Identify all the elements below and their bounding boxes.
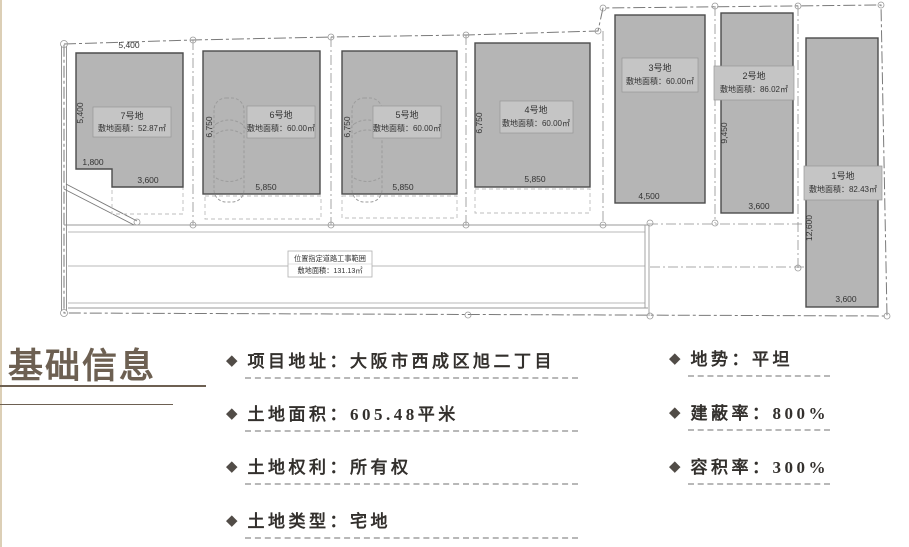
plot-1-name: 1号地 xyxy=(831,170,854,181)
page-left-border xyxy=(0,0,2,547)
dashed-divider xyxy=(245,372,578,379)
info-item-land-type: ◆ 土地类型：宅地 xyxy=(226,507,578,539)
site-plan-svg: 7号地 敷地面積：52.87㎡ 6号地 敷地面積：60.00㎡ 5号地 敷地面積… xyxy=(60,1,891,320)
road-label-box: 位置指定道路工事範囲 敷地面積：131.13㎡ xyxy=(287,250,373,278)
dim-plot6-left: 6,750 xyxy=(204,116,214,138)
info-item-land-area-text: 土地面积：605.48平米 xyxy=(247,405,459,424)
dim-plot1-bottom: 3,600 xyxy=(835,294,857,304)
info-item-coverage-ratio: ◆ 建蔽率：800% xyxy=(669,399,830,431)
dimension-texts: 5,400 5,400 1,800 3,600 6,750 5,850 6,75… xyxy=(75,40,857,304)
info-item-coverage-ratio-text: 建蔽率：800% xyxy=(690,404,830,423)
plot-4-area: 敷地面積：60.00㎡ xyxy=(502,118,570,128)
dashed-divider xyxy=(245,425,578,432)
dim-plot7-top: 5,400 xyxy=(118,40,140,50)
dim-plot7-bottom: 3,600 xyxy=(137,175,159,185)
dim-plot5-left: 6,750 xyxy=(342,116,352,138)
title-underline-thin xyxy=(0,404,173,405)
plot-3-area: 敷地面積：60.00㎡ xyxy=(626,76,694,86)
plot-5-name: 5号地 xyxy=(395,109,418,120)
info-item-land-rights: ◆ 土地权利：所有权 xyxy=(226,453,578,485)
diamond-bullet-icon: ◆ xyxy=(226,510,238,529)
plot-5-area: 敷地面積：60.00㎡ xyxy=(373,123,441,133)
info-item-land-area: ◆ 土地面积：605.48平米 xyxy=(226,400,578,432)
info-item-address: ◆ 项目地址：大阪市西成区旭二丁目 xyxy=(226,347,578,379)
dashed-divider xyxy=(245,478,578,485)
plot-4-name: 4号地 xyxy=(524,104,547,115)
diamond-bullet-icon: ◆ xyxy=(669,456,681,475)
plot-7-area: 敷地面積：52.87㎡ xyxy=(98,123,166,133)
info-item-terrain: ◆ 地势：平坦 xyxy=(669,345,830,377)
dim-plot2-left: 9,450 xyxy=(719,122,729,144)
dashed-divider xyxy=(688,424,830,431)
dim-plot6-bottom: 5,850 xyxy=(255,182,277,192)
survey-point-markers xyxy=(60,1,891,320)
site-boundary-lines xyxy=(63,4,888,317)
dim-plot1-left: 12,600 xyxy=(804,215,814,241)
dim-plot5-bottom: 5,850 xyxy=(392,182,414,192)
dim-plot4-left: 6,750 xyxy=(474,112,484,134)
plot-shapes xyxy=(75,12,879,308)
title-underline-thick xyxy=(0,385,206,387)
site-plan-diagram: 7号地 敷地面積：52.87㎡ 6号地 敷地面積：60.00㎡ 5号地 敷地面積… xyxy=(60,1,891,320)
info-item-floor-area-ratio: ◆ 容积率：300% xyxy=(669,453,830,485)
dim-plot7-left: 5,400 xyxy=(75,102,85,124)
road-label-line2: 敷地面積：131.13㎡ xyxy=(297,266,362,275)
dashed-divider xyxy=(245,532,578,539)
diamond-bullet-icon: ◆ xyxy=(669,402,681,421)
plot-2-name: 2号地 xyxy=(742,70,765,81)
info-item-land-rights-text: 土地权利：所有权 xyxy=(247,458,412,477)
diamond-bullet-icon: ◆ xyxy=(669,348,681,367)
diamond-bullet-icon: ◆ xyxy=(226,350,238,369)
plot-3-shape xyxy=(614,14,706,204)
plot-separator-lines xyxy=(192,6,806,268)
plot-7-name: 7号地 xyxy=(120,110,143,121)
dashed-divider xyxy=(688,478,830,485)
plot-1-area: 敷地面積：82.43㎡ xyxy=(809,184,877,194)
info-item-address-text: 项目地址：大阪市西成区旭二丁目 xyxy=(247,352,556,371)
plot-2-area: 敷地面積：86.02㎡ xyxy=(720,84,788,94)
parking-dashed-areas xyxy=(111,186,591,220)
plot-2-shape xyxy=(720,12,794,214)
diamond-bullet-icon: ◆ xyxy=(226,456,238,475)
plot-6-area: 敷地面積：60.00㎡ xyxy=(247,123,315,133)
info-item-land-type-text: 土地类型：宅地 xyxy=(247,512,392,531)
dim-plot7-step: 1,800 xyxy=(82,157,104,167)
dashed-divider xyxy=(688,370,830,377)
plot-label-boxes xyxy=(92,57,883,201)
dim-plot2-bottom: 3,600 xyxy=(748,201,770,211)
plot-label-texts: 7号地 敷地面積：52.87㎡ 6号地 敷地面積：60.00㎡ 5号地 敷地面積… xyxy=(98,62,877,194)
plot-3-name: 3号地 xyxy=(648,62,671,73)
section-title-basic-info: 基础信息 xyxy=(8,347,157,386)
info-item-terrain-text: 地势：平坦 xyxy=(690,350,794,369)
info-item-floor-area-ratio-text: 容积率：300% xyxy=(690,458,830,477)
plot-6-name: 6号地 xyxy=(269,109,292,120)
road-label-line1: 位置指定道路工事範囲 xyxy=(294,254,366,263)
dim-plot3-bottom: 4,500 xyxy=(638,191,660,201)
diamond-bullet-icon: ◆ xyxy=(226,403,238,422)
dim-plot4-bottom: 5,850 xyxy=(524,174,546,184)
